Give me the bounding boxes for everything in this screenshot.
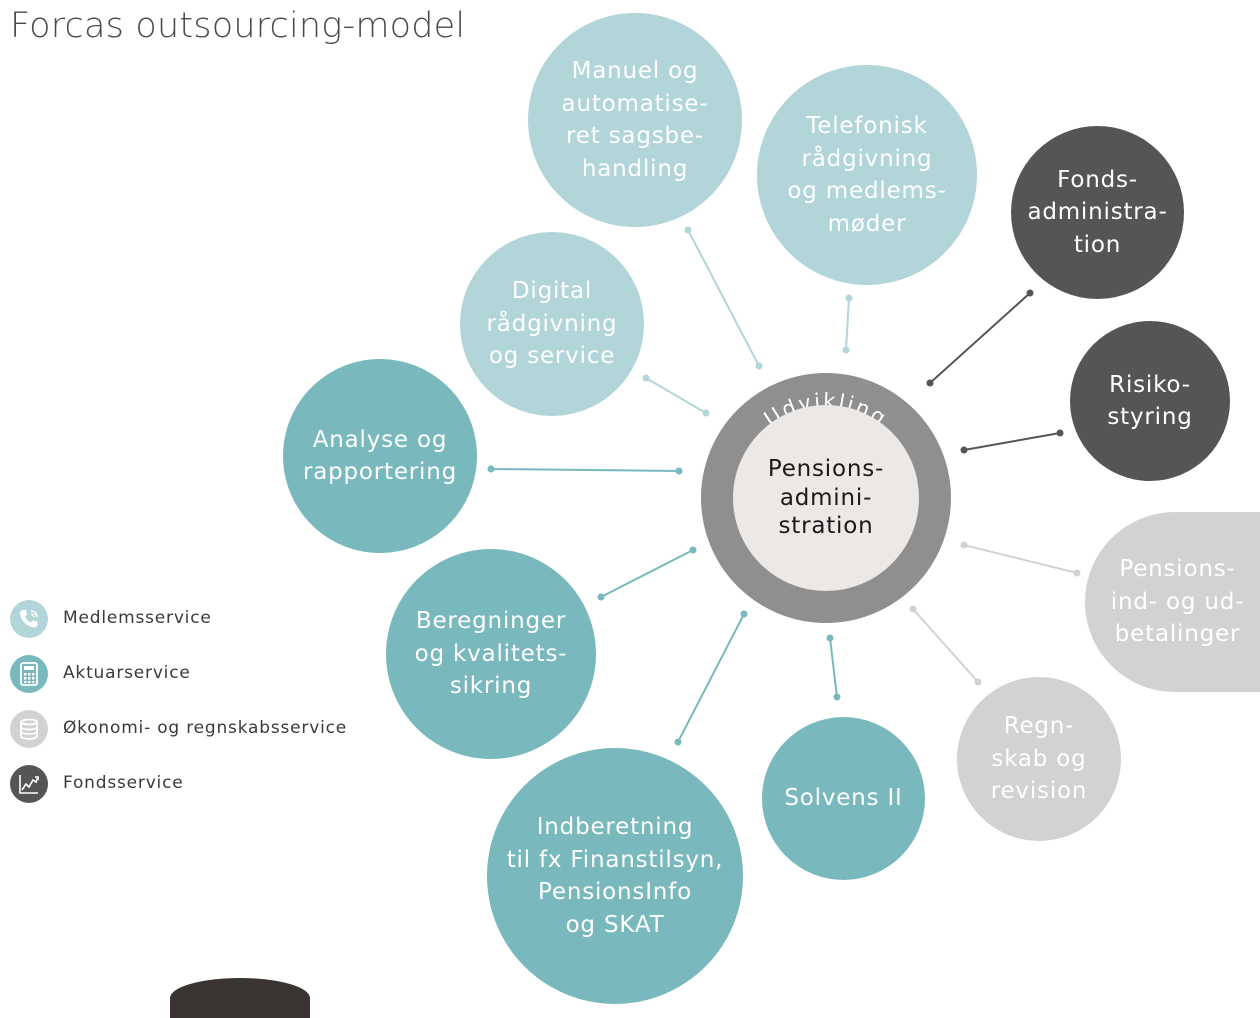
legend-item-fondsservice: Fondsservice (10, 765, 410, 805)
legend-item-medlemsservice: Medlemsservice (10, 600, 410, 640)
bubble-label: Fonds- administra- tion (1027, 166, 1168, 258)
bubble-fondsadministration: Fonds- administra- tion (1011, 126, 1184, 299)
bubble-digital-raadgivning: Digital rådgivning og service (460, 232, 644, 416)
bubble-indberetning: Indberetning til fx Finanstilsyn, Pensio… (487, 748, 743, 1004)
connector-solvens (829, 637, 838, 698)
legend-label: Aktuarservice (63, 663, 191, 683)
person-photo-partial (170, 978, 310, 1018)
legend-item-oekonomi: Økonomi- og regnskabsservice (10, 710, 410, 750)
connector-pensions (963, 544, 1078, 574)
bubble-telefonisk-raadgivning: Telefonisk rådgivning og medlems- møder (757, 65, 977, 285)
bubble-label: Digital rådgivning og service (486, 278, 618, 370)
bubble-manuel-sagsbehandling: Manuel og automatise- ret sagsbe- handli… (528, 13, 742, 227)
legend-label: Økonomi- og regnskabsservice (63, 718, 348, 738)
bubble-label: Manuel og automatise- ret sagsbe- handli… (561, 58, 709, 182)
phone-icon (10, 600, 48, 638)
bubble-analyse-rapportering: Analyse og rapportering (283, 359, 477, 553)
bubble-regnskab-revision: Regn- skab og revision (957, 677, 1121, 841)
connector-telefonisk (845, 297, 850, 351)
bubble-label: Indberetning til fx Finanstilsyn, Pensio… (506, 814, 724, 938)
bubble-label: Beregninger og kvalitets- sikring (414, 608, 568, 700)
core-circle: Pensions- admini- stration (733, 405, 919, 591)
core-label: Pensions- admini- stration (767, 456, 885, 540)
bubble-pensions-ind-udbetalinger: Pensions- ind- og ud- betalinger (1085, 512, 1260, 692)
connector-indberetning (677, 613, 745, 743)
bubble-label: Risiko- styring (1107, 371, 1193, 431)
bubble-beregninger: Beregninger og kvalitets- sikring (386, 549, 596, 759)
connector-analyse (490, 468, 680, 472)
legend-label: Medlemsservice (63, 608, 212, 628)
connector-manuel (687, 229, 760, 367)
page-title: Forcas outsourcing-model (10, 6, 466, 46)
bubble-label: Solvens II (784, 785, 903, 812)
bubble-risikostyring: Risiko- styring (1070, 321, 1230, 481)
chart-trend-icon (10, 765, 48, 803)
connector-lines (487, 226, 1081, 746)
bubble-label: Analyse og rapportering (302, 426, 458, 486)
connector-digital (645, 377, 707, 414)
connector-beregninger (600, 549, 694, 598)
connector-risiko (963, 432, 1061, 451)
bubble-label: Telefonisk rådgivning og medlems- møder (787, 113, 947, 237)
legend-label: Fondsservice (63, 773, 184, 793)
bubble-label: Regn- skab og revision (990, 713, 1088, 805)
connector-fonds (929, 292, 1031, 384)
legend-item-aktuarservice: Aktuarservice (10, 655, 410, 695)
bubble-solvens-ii: Solvens II (762, 717, 925, 880)
coin-stack-icon (10, 710, 48, 748)
calculator-icon (10, 655, 48, 693)
bubble-label: Pensions- ind- og ud- betalinger (1110, 556, 1245, 648)
connector-regnskab (912, 608, 979, 683)
